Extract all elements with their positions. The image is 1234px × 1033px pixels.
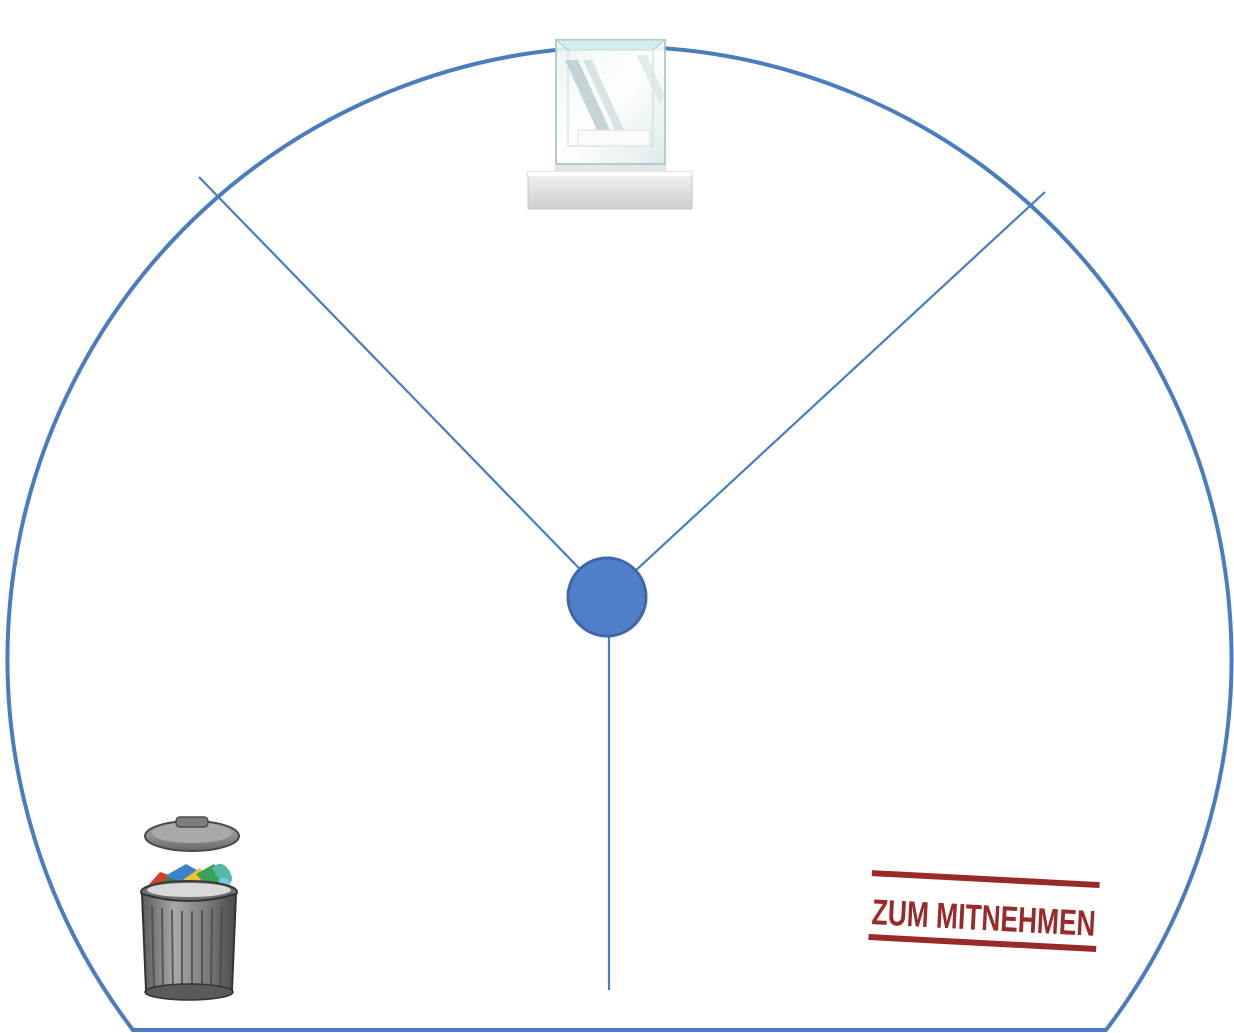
spoke-right xyxy=(607,192,1045,597)
center-hub xyxy=(568,558,646,636)
trash-can-icon xyxy=(141,817,239,1000)
glass-display-case-icon xyxy=(528,40,692,209)
stamp-icon: ZUM MITNEHMEN xyxy=(868,870,1099,952)
spoke-left xyxy=(199,177,607,597)
